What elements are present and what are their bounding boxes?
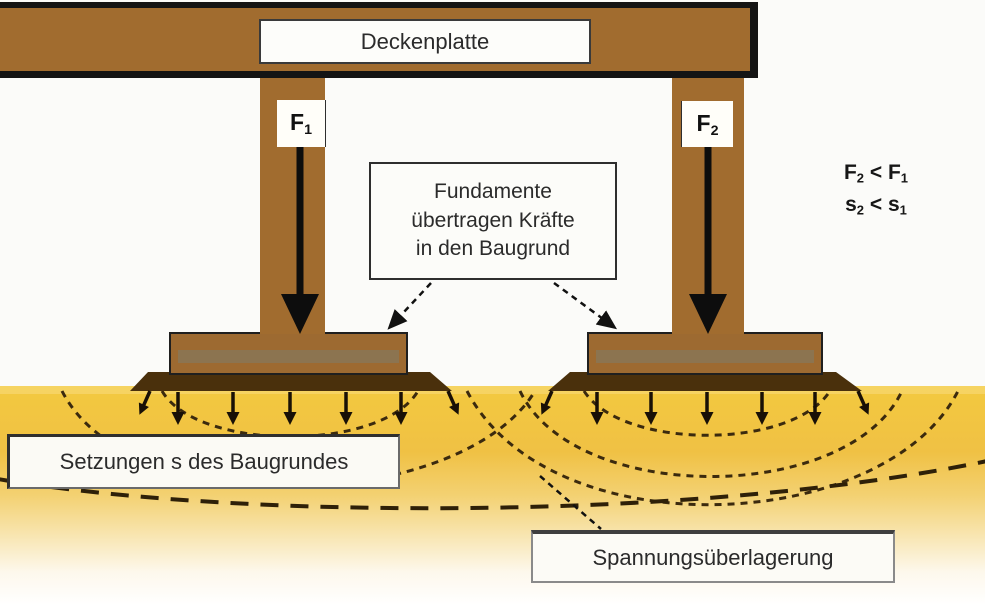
settlement-arrow: [808, 392, 822, 425]
force-f2-label: F2: [681, 101, 733, 147]
callout-to-left-footing: [387, 282, 432, 330]
setzungen-label: Setzungen s des Baugrundes: [59, 449, 349, 474]
left-settlement-arrows: [138, 390, 460, 425]
settlement-arrow-tilted: [540, 390, 554, 415]
right-middle-stress-bulb: [518, 390, 904, 478]
settlement-arrow: [226, 392, 240, 425]
settlement-arrow: [339, 392, 353, 425]
force-arrow-f1: [281, 146, 319, 334]
fundamente-line-2: übertragen Kräfte: [411, 208, 575, 232]
settlement-arrow: [394, 392, 408, 425]
left-footing-band: [178, 350, 399, 363]
settlement-arrow: [644, 392, 658, 425]
settlement-arrow-tilted: [446, 390, 460, 415]
right-footing: [587, 332, 823, 375]
fundamente-note-box: Fundamente übertragen Kräfte in den Baug…: [369, 162, 617, 280]
spannung-label: Spannungsüberlagerung: [592, 544, 834, 570]
f1-text: F1: [290, 109, 312, 138]
callout-to-right-footing: [553, 281, 618, 330]
settlement-arrow: [171, 392, 185, 425]
force-arrow-f2: [689, 146, 727, 334]
settlement-arrow: [755, 392, 769, 425]
left-footing: [169, 332, 408, 375]
left-foundation-base: [130, 372, 452, 391]
fundamente-callout-lines: [387, 281, 618, 330]
right-foundation-base: [548, 372, 862, 391]
setzungen-label-box: Setzungen s des Baugrundes: [7, 434, 400, 489]
spannung-label-box: Spannungsüberlagerung: [531, 530, 895, 583]
deckenplatte-label: Deckenplatte: [360, 28, 490, 54]
deckenplatte-label-box: Deckenplatte: [259, 19, 591, 64]
right-footing-band: [596, 350, 814, 363]
settlement-arrow-tilted: [138, 390, 152, 415]
inequality-annotations: F2 < F1 s2 < s1: [806, 161, 946, 224]
settlement-inequality: s2 < s1: [845, 192, 907, 218]
left-inner-stress-bulb: [160, 390, 420, 439]
right-outer-stress-bulb: [465, 390, 960, 507]
settlement-arrow: [590, 392, 604, 425]
force-inequality: F2 < F1: [843, 161, 909, 186]
right-inner-stress-bulb: [582, 390, 832, 437]
right-settlement-arrows: [540, 390, 870, 425]
f2-text: F2: [696, 109, 719, 139]
soil-surface-highlight: [0, 386, 985, 394]
settlement-arrow-tilted: [856, 390, 870, 415]
fundamente-note-text: Fundamente übertragen Kräfte in den Baug…: [411, 178, 574, 263]
superposition-envelope-curve: [0, 459, 985, 511]
fundamente-line-3: in den Baugrund: [415, 237, 571, 261]
settlement-arrow: [283, 392, 297, 425]
settlement-arrow: [700, 392, 714, 425]
fundamente-line-1: Fundamente: [434, 180, 552, 204]
spannung-callout-line: [539, 475, 602, 530]
force-f1-label: F1: [277, 100, 326, 147]
